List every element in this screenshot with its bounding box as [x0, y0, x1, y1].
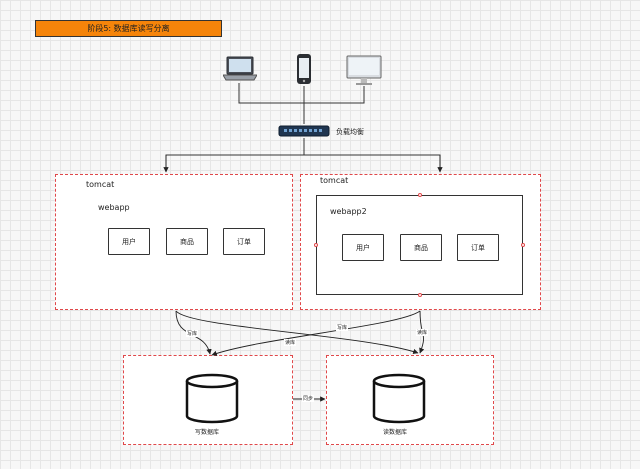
load-balancer-label: 负载均衡 [336, 128, 364, 136]
desktop-icon [346, 55, 382, 85]
desktop-to-switch-line [304, 86, 365, 104]
laptop-to-switch-line [238, 83, 305, 124]
split-line [165, 154, 441, 170]
left-webapp-label: webapp [98, 203, 130, 212]
laptop-icon [223, 56, 257, 81]
left-product-module: 商品 [166, 228, 208, 255]
write-db-cylinder [185, 373, 239, 424]
write-db-label: 写数据库 [195, 429, 220, 436]
right-write-edge-label: 写库 [336, 324, 349, 331]
right-product-module: 商品 [400, 234, 442, 261]
left-read-arrow [175, 310, 419, 355]
selection-handle-bottom[interactable] [418, 293, 422, 297]
right-user-module: 用户 [342, 234, 384, 261]
selection-handle-right[interactable] [521, 243, 525, 247]
left-read-edge-label: 读库 [284, 339, 297, 346]
selection-handle-top[interactable] [418, 193, 422, 197]
left-user-module: 用户 [108, 228, 150, 255]
page-title: 阶段5: 数据库读写分离 [35, 20, 222, 37]
read-db-label: 读数据库 [383, 429, 408, 436]
sync-edge-label: 同步 [302, 395, 315, 402]
left-order-module: 订单 [223, 228, 265, 255]
right-order-module: 订单 [457, 234, 499, 261]
right-tomcat-label: tomcat [320, 176, 349, 185]
right-webapp-label: webapp2 [330, 207, 367, 216]
selection-handle-left[interactable] [314, 243, 318, 247]
right-read-edge-label: 读库 [416, 329, 429, 336]
load-balancer-switch-icon [278, 125, 330, 137]
read-db-cylinder [372, 373, 426, 424]
left-write-edge-label: 写库 [186, 330, 199, 337]
phone-icon [297, 54, 311, 84]
right-write-arrow [211, 310, 421, 356]
left-tomcat-label: tomcat [86, 180, 115, 189]
